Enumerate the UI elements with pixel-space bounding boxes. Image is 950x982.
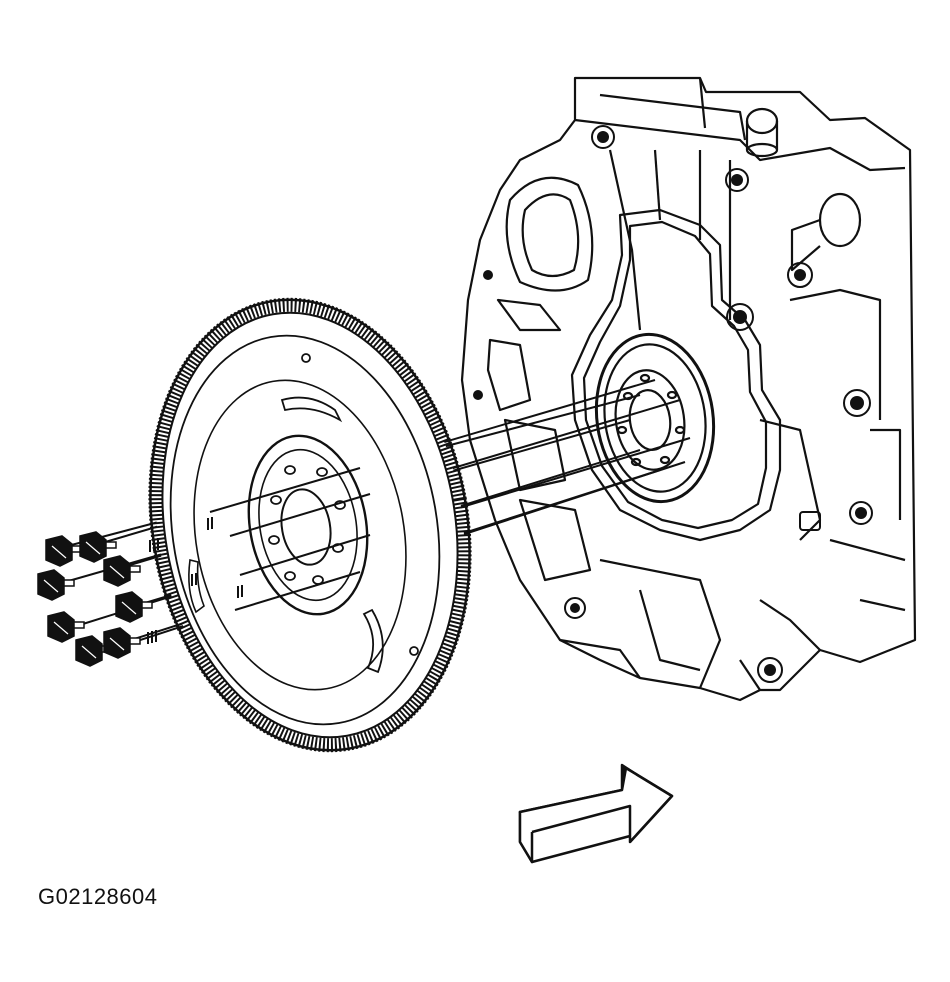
- flywheel: [116, 274, 504, 776]
- arrow-3d-right-icon: [520, 765, 672, 862]
- bolt-4: [104, 556, 140, 586]
- bolt-6: [116, 592, 152, 622]
- flywheel-bolts: [38, 532, 152, 666]
- block-bolt-rings: [565, 126, 872, 682]
- bolt-1: [46, 536, 82, 566]
- bolt-5: [48, 612, 84, 642]
- engine-block: [462, 78, 915, 700]
- block-bolt-holes: [473, 131, 867, 676]
- bolt-8: [104, 628, 140, 658]
- bolt-2: [80, 532, 116, 562]
- bolt-3: [38, 570, 74, 600]
- figure-id-label: G02128604: [38, 884, 158, 909]
